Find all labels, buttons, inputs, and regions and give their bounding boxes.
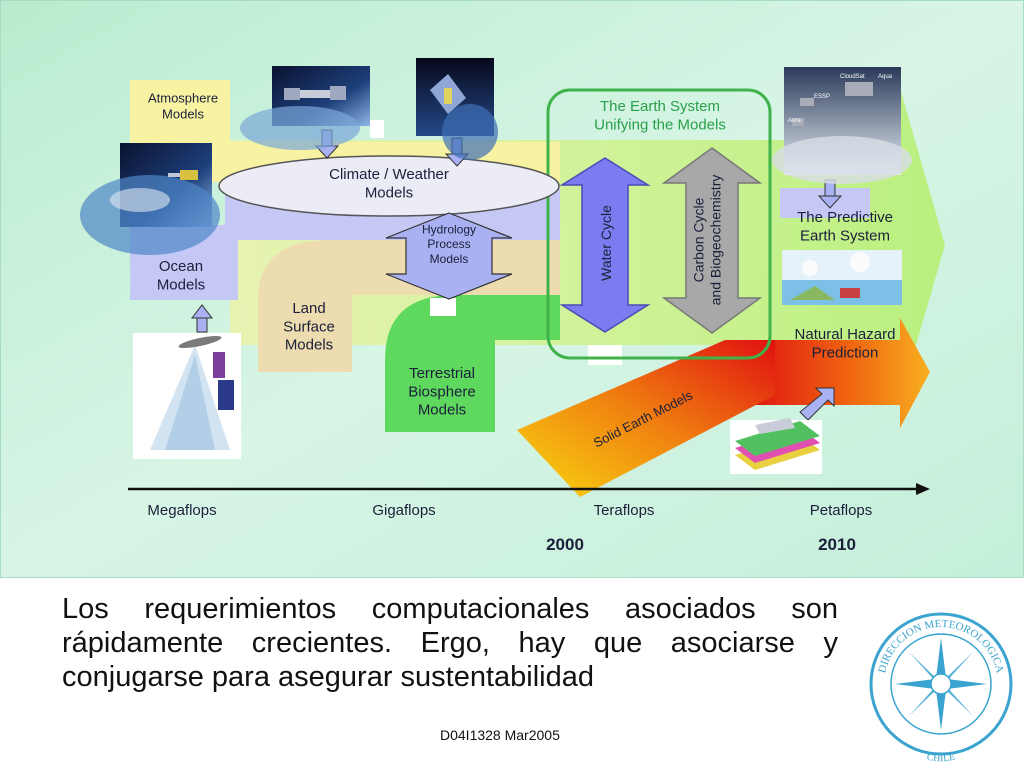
footer-code: D04I1328 Mar2005	[440, 727, 560, 743]
tick-megaflops: Megaflops	[147, 502, 216, 519]
caption-text: Los requerimientos computacionales asoci…	[62, 593, 838, 693]
solid-earth-image	[730, 418, 822, 474]
carbon-cycle-arrow	[661, 147, 763, 334]
sat-label-aura: Aura	[788, 118, 801, 124]
solid-earth-band	[517, 340, 775, 497]
year-2010: 2010	[818, 535, 856, 554]
satellite-photo-2	[416, 58, 498, 160]
down-arrow-predictive	[817, 179, 843, 209]
sat-label-essp: ESSP	[814, 94, 830, 100]
logo-bottom-text: CHILE	[926, 752, 956, 765]
sat-label-cloudsat: CloudSat	[840, 74, 865, 80]
timeline-arrowhead	[916, 483, 930, 495]
satellite-photo-1	[240, 66, 384, 150]
earth-system-diagram: CloudSat Aqua Aura ESSP AtmosphereModels…	[0, 0, 1024, 578]
natural-hazard-arrow	[745, 318, 930, 428]
tick-gigaflops: Gigaflops	[372, 502, 435, 519]
satellite-constellation-photo: CloudSat Aqua Aura ESSP	[772, 67, 912, 184]
predictive-earth-image	[782, 250, 902, 305]
ocean-satellite-image	[133, 333, 241, 459]
terrestrial-biosphere-band	[385, 295, 560, 432]
earth-system-box	[546, 88, 772, 360]
year-2000: 2000	[546, 535, 584, 554]
carbon-cycle-label: Carbon Cycleand Biogeochemistry	[690, 175, 723, 306]
sat-label-aqua: Aqua	[878, 74, 893, 80]
hydrology-arrow	[385, 212, 513, 300]
tick-petaflops: Petaflops	[810, 502, 873, 519]
diagonal-arrow-hazard	[799, 387, 835, 421]
direccion-meteorologica-logo: DIRECCION METEOROLOGICA CHILE	[869, 612, 1013, 765]
water-cycle-label: Water Cycle	[598, 205, 614, 281]
water-cycle-arrow	[559, 157, 651, 333]
earth-satellite-photo	[80, 143, 220, 255]
tick-teraflops: Teraflops	[594, 502, 655, 519]
up-arrow-ocean	[190, 304, 214, 333]
atmosphere-band	[130, 80, 230, 142]
climate-weather-ellipse	[218, 155, 560, 217]
